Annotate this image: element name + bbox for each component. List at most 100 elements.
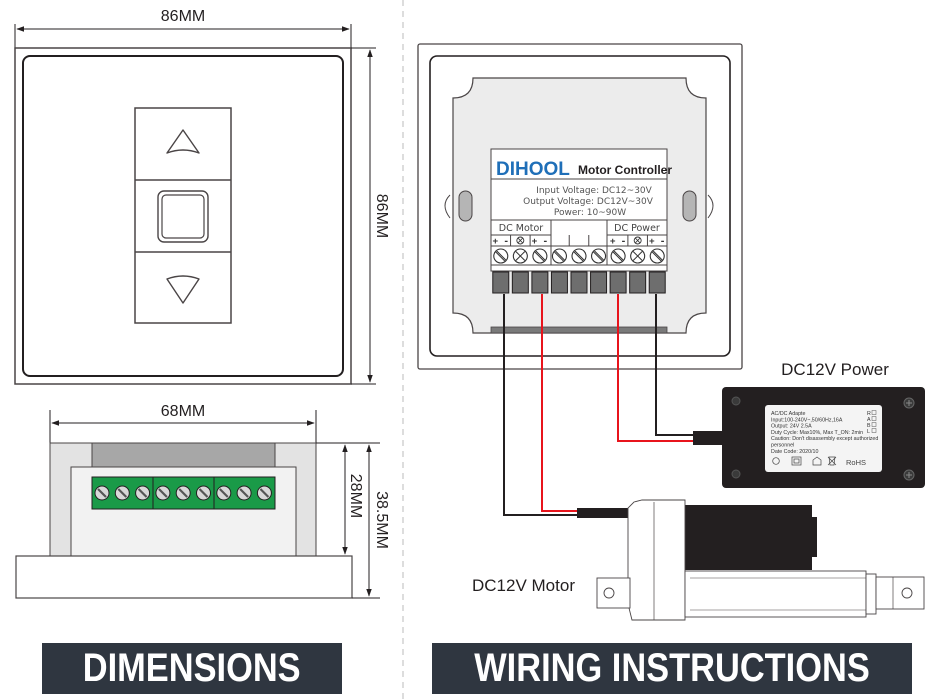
spec-power: Power: 10~90W — [554, 208, 626, 218]
controller-back-view: DIHOOL Motor Controller Input Voltage: D… — [417, 43, 743, 370]
side-view: 68MM 28MM 38.5MM — [15, 403, 390, 599]
spec-output-voltage: Output Voltage: DC12V~30V — [523, 197, 654, 207]
actuator-tube — [684, 570, 867, 618]
down-arrow-icon[interactable] — [166, 275, 200, 304]
terminal-screw-icon — [135, 485, 151, 501]
terminal-screw-icon — [175, 485, 191, 501]
actuator-gearbox — [627, 499, 686, 621]
actuator-motor-body — [684, 505, 812, 570]
power-negative-wire — [655, 294, 695, 436]
adapter-checkbox — [871, 422, 877, 427]
side-width-label: 68MM — [161, 403, 205, 420]
terminal-screw-icon — [114, 485, 130, 501]
wiring-instructions-banner: WIRING INSTRUCTIONS — [432, 643, 912, 694]
side-depth-label: 28MM — [347, 474, 364, 518]
adapter-side-mark: L — [867, 429, 870, 435]
terminal-pin — [570, 271, 588, 294]
spec-input-voltage: Input Voltage: DC12~30V — [536, 186, 652, 196]
front-view: 86MM 86MM — [14, 8, 390, 385]
terminal-pin — [550, 271, 568, 294]
terminal-group-dc-power-label: DC Power — [614, 223, 660, 234]
polarity-label: + - — [610, 237, 626, 247]
adapter-side-mark: B — [867, 423, 871, 429]
polarity-label: + - — [493, 237, 509, 247]
terminal-pin — [511, 271, 529, 294]
ground-symbol-icon — [633, 236, 642, 245]
adapter-label-line: Output: 24V 2.5A — [771, 424, 812, 430]
screw-icon — [903, 469, 915, 481]
terminal-pin — [590, 271, 608, 294]
polarity-label: + - — [649, 237, 665, 247]
terminal-screw-icon — [610, 248, 626, 264]
power-positive-wire — [617, 294, 695, 442]
switch-button-column — [134, 107, 232, 324]
polarity-label: + - — [532, 237, 548, 247]
side-base-plate — [15, 555, 353, 599]
terminal-pin — [609, 271, 627, 294]
terminal-screw-icon — [591, 248, 607, 264]
terminal-screw-icon — [196, 485, 211, 501]
adapter-checkbox — [871, 416, 877, 421]
front-height-label: 86MM — [373, 194, 390, 238]
linear-actuator: DC12V Motor — [472, 499, 925, 621]
up-arrow-icon[interactable] — [166, 129, 200, 154]
adapter-side-mark: R — [867, 411, 871, 417]
terminal-screw-icon — [630, 248, 646, 264]
adapter-checkbox — [871, 410, 877, 415]
adapter-cable-stub — [693, 431, 727, 445]
motor-negative-wire — [503, 294, 580, 516]
adapter-side-mark: A — [867, 417, 871, 423]
side-terminal-block — [91, 476, 276, 510]
wiring-instructions-title: WIRING INSTRUCTIONS — [474, 646, 870, 690]
adapter-label-line: AC/DC Adapte — [771, 411, 806, 417]
double-insulation-icon — [791, 456, 802, 466]
motor-positive-wire — [541, 294, 580, 512]
power-adapter: DC12V Power AC/DC AdapteInput:100-240V~,… — [693, 360, 925, 488]
adapter-cert-icons — [772, 456, 837, 466]
adapter-label-sticker — [765, 405, 882, 472]
side-top-housing — [91, 442, 276, 468]
power-label: DC12V Power — [781, 360, 889, 379]
side-total-depth-label: 38.5MM — [373, 491, 390, 549]
motor-label: DC12V Motor — [472, 576, 575, 595]
wires — [503, 294, 695, 516]
adapter-label-line: Duty Cycle: Max10%, Max T_ON: 2min — [771, 430, 863, 436]
terminal-screw-icon — [571, 248, 587, 264]
terminal-group-dc-motor-label: DC Motor — [499, 223, 544, 234]
dimensions-title: DIMENSIONS — [83, 646, 301, 690]
terminal-screw-icon — [532, 248, 548, 264]
brand-logo: DIHOOL — [496, 159, 570, 180]
actuator-cable — [577, 508, 653, 518]
mount-slot-left — [458, 190, 473, 222]
housing-bottom-bar — [490, 326, 668, 334]
adapter-label-line: Date Code: 2020/10 — [771, 449, 818, 455]
certification-v-icon — [772, 457, 780, 465]
weee-bin-icon — [827, 456, 837, 466]
terminal-screw-icon — [512, 248, 528, 264]
terminal-screw-icon — [256, 485, 272, 501]
adapter-label-line: personnel — [771, 443, 794, 449]
adapter-checkbox — [871, 428, 877, 433]
terminal-pin — [629, 271, 647, 294]
stop-square-icon[interactable] — [157, 190, 209, 243]
terminal-screw-icon — [94, 485, 110, 501]
indoor-use-icon — [812, 456, 822, 466]
rohs-mark: RoHS — [846, 458, 866, 467]
mount-slot-right — [682, 190, 697, 222]
terminal-screw-icon — [551, 248, 567, 264]
actuator-rod-end — [875, 576, 925, 610]
terminal-pins — [492, 271, 666, 294]
terminal-pin — [648, 271, 666, 294]
adapter-label-line: Input:100-240V~,50/60Hz,16A — [771, 417, 843, 423]
adapter-label-line: Caution: Don't disassembly except author… — [771, 436, 878, 442]
front-width-label: 86MM — [161, 8, 205, 25]
terminal-pin — [531, 271, 549, 294]
controller-label-panel: DIHOOL Motor Controller Input Voltage: D… — [490, 148, 672, 272]
screw-icon — [903, 397, 915, 409]
terminal-screw-icon — [216, 485, 232, 501]
terminal-screw-icon — [649, 248, 665, 264]
dimensions-banner: DIMENSIONS — [42, 643, 342, 694]
terminal-screw-icon — [236, 485, 252, 501]
terminal-screw-icon — [155, 485, 171, 501]
